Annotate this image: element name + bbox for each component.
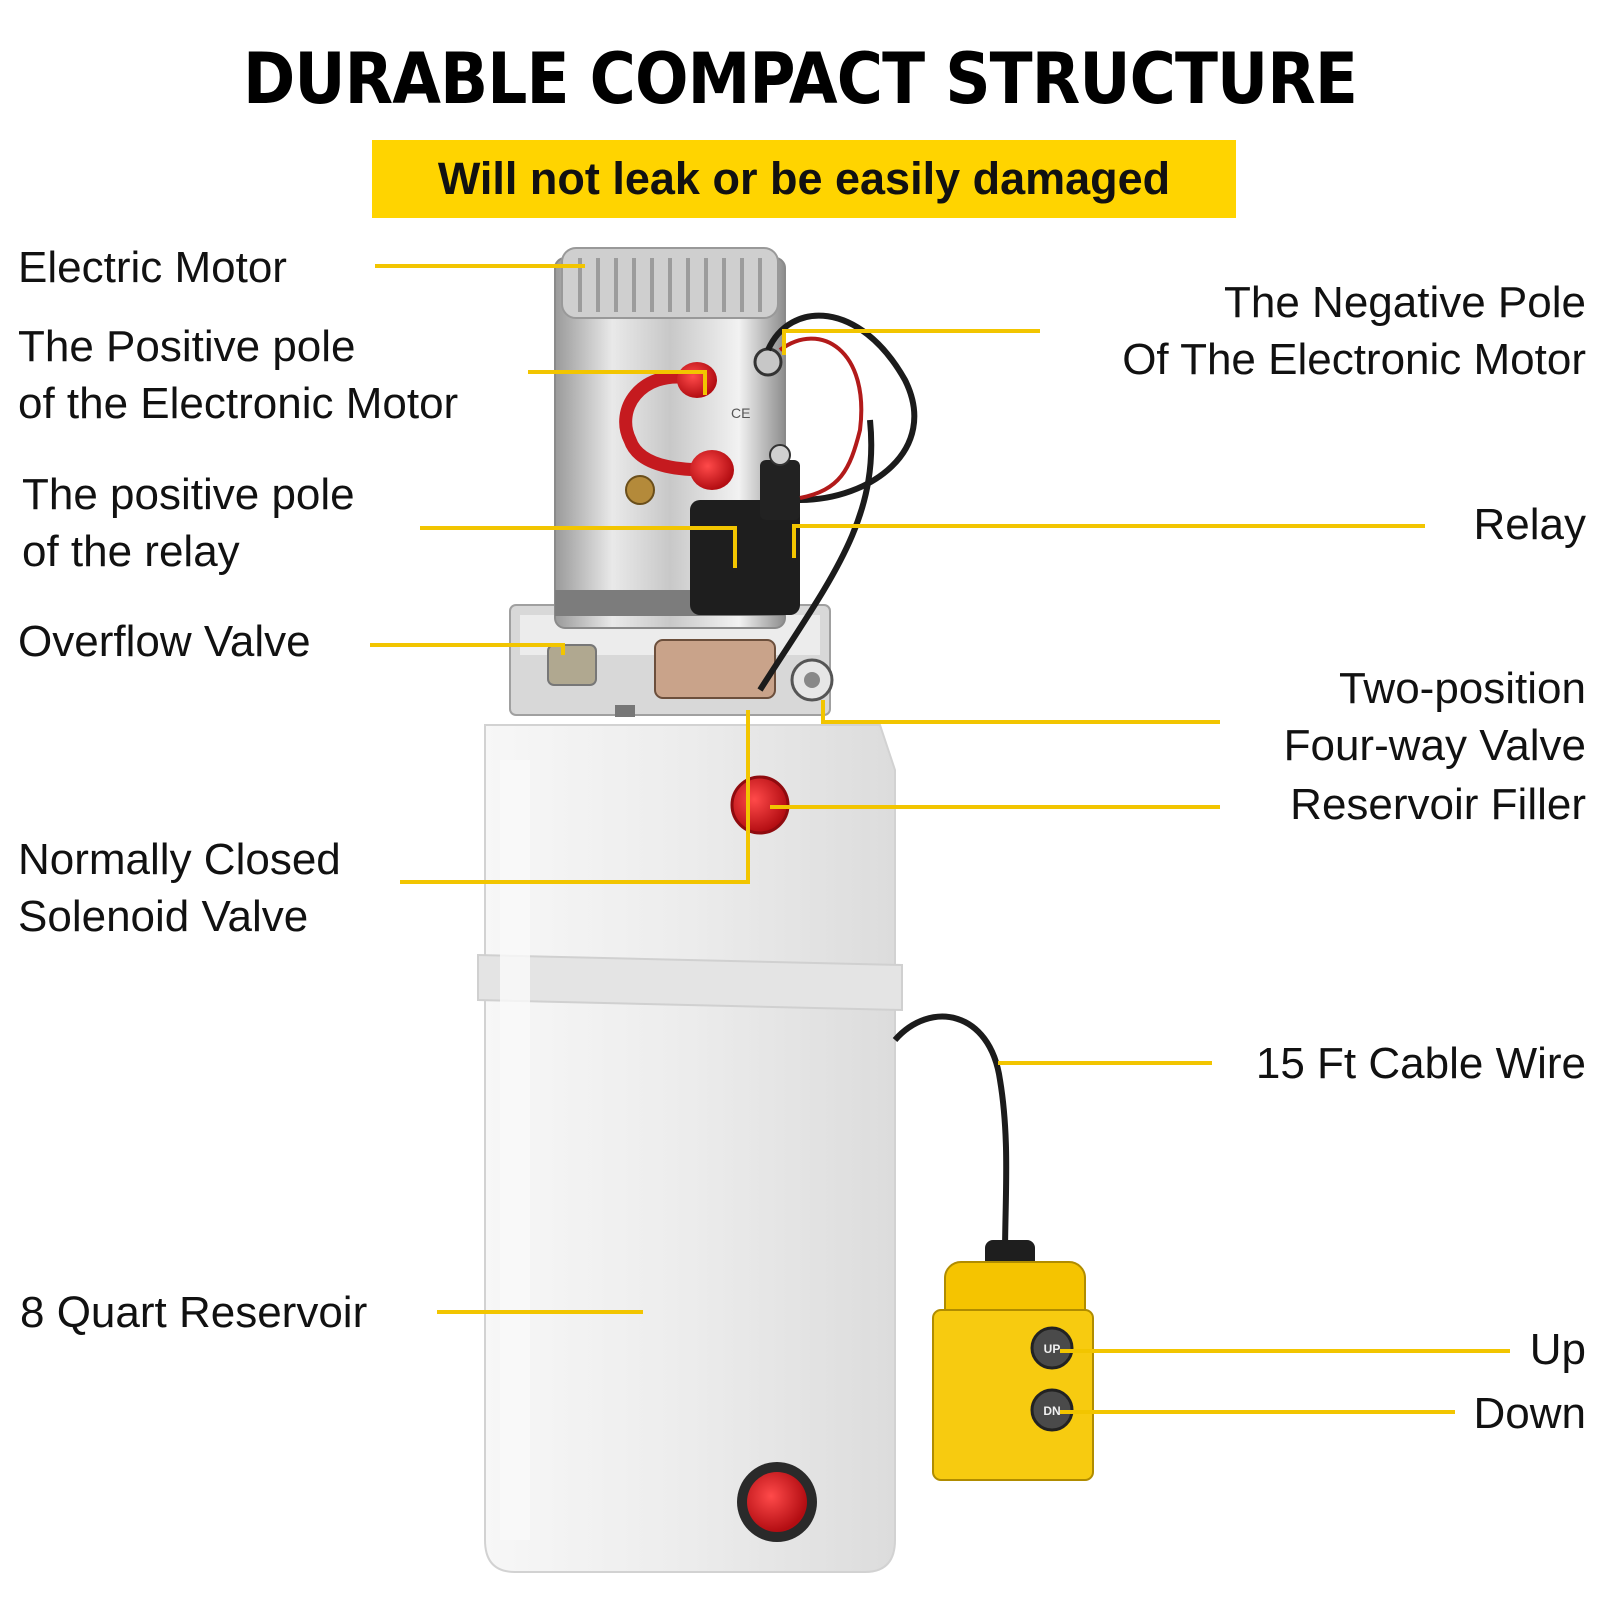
leader-solenoid-valve [400,710,750,884]
leader-four-way-valve [821,700,1220,724]
label-up: Up [1529,1325,1586,1374]
svg-text:UP: UP [1044,1342,1061,1356]
label-negative-pole-motor: The Negative Pole Of The Electronic Moto… [1122,278,1586,384]
positive-cable [619,370,717,477]
subtitle-banner: Will not leak or be easily damaged [372,140,1236,218]
label-reservoir: 8 Quart Reservoir [20,1288,368,1337]
leader-lines [370,264,1510,1414]
ce-mark: CE [731,405,750,421]
reservoir-tank [477,724,903,1573]
svg-text:DN: DN [1043,1404,1060,1418]
remote-cable [892,1013,1010,1256]
label-cable-wire: 15 Ft Cable Wire [1255,1039,1586,1088]
label-relay: Relay [1473,500,1587,549]
label-four-way-valve: Two-position Four-way Valve [1283,664,1586,770]
label-electric-motor: Electric Motor [18,243,287,292]
down-button[interactable]: DN [1030,1388,1074,1432]
label-positive-pole-relay: The positive pole of the relay [22,470,355,576]
label-solenoid-valve: Normally Closed Solenoid Valve [18,835,341,941]
leader-positive-pole-motor [528,370,707,395]
label-overflow-valve: Overflow Valve [18,617,311,666]
label-positive-pole-motor: The Positive pole of the Electronic Moto… [18,322,459,428]
leader-positive-pole-relay [420,526,737,568]
leader-negative-pole [782,329,1040,355]
four-way-valve-body [654,639,776,699]
label-reservoir-filler: Reservoir Filler [1290,780,1586,829]
remote-controller: UP DN [932,1240,1094,1481]
subtitle-text: Will not leak or be easily damaged [437,153,1171,204]
page-title: DURABLE COMPACT STRUCTURE [242,38,1358,120]
overflow-valve-fitting [547,644,597,686]
leader-relay [792,524,1425,558]
negative-terminal [753,347,783,377]
label-down: Down [1473,1389,1587,1438]
leader-overflow-valve [370,643,565,655]
up-button[interactable]: UP [1030,1326,1074,1370]
